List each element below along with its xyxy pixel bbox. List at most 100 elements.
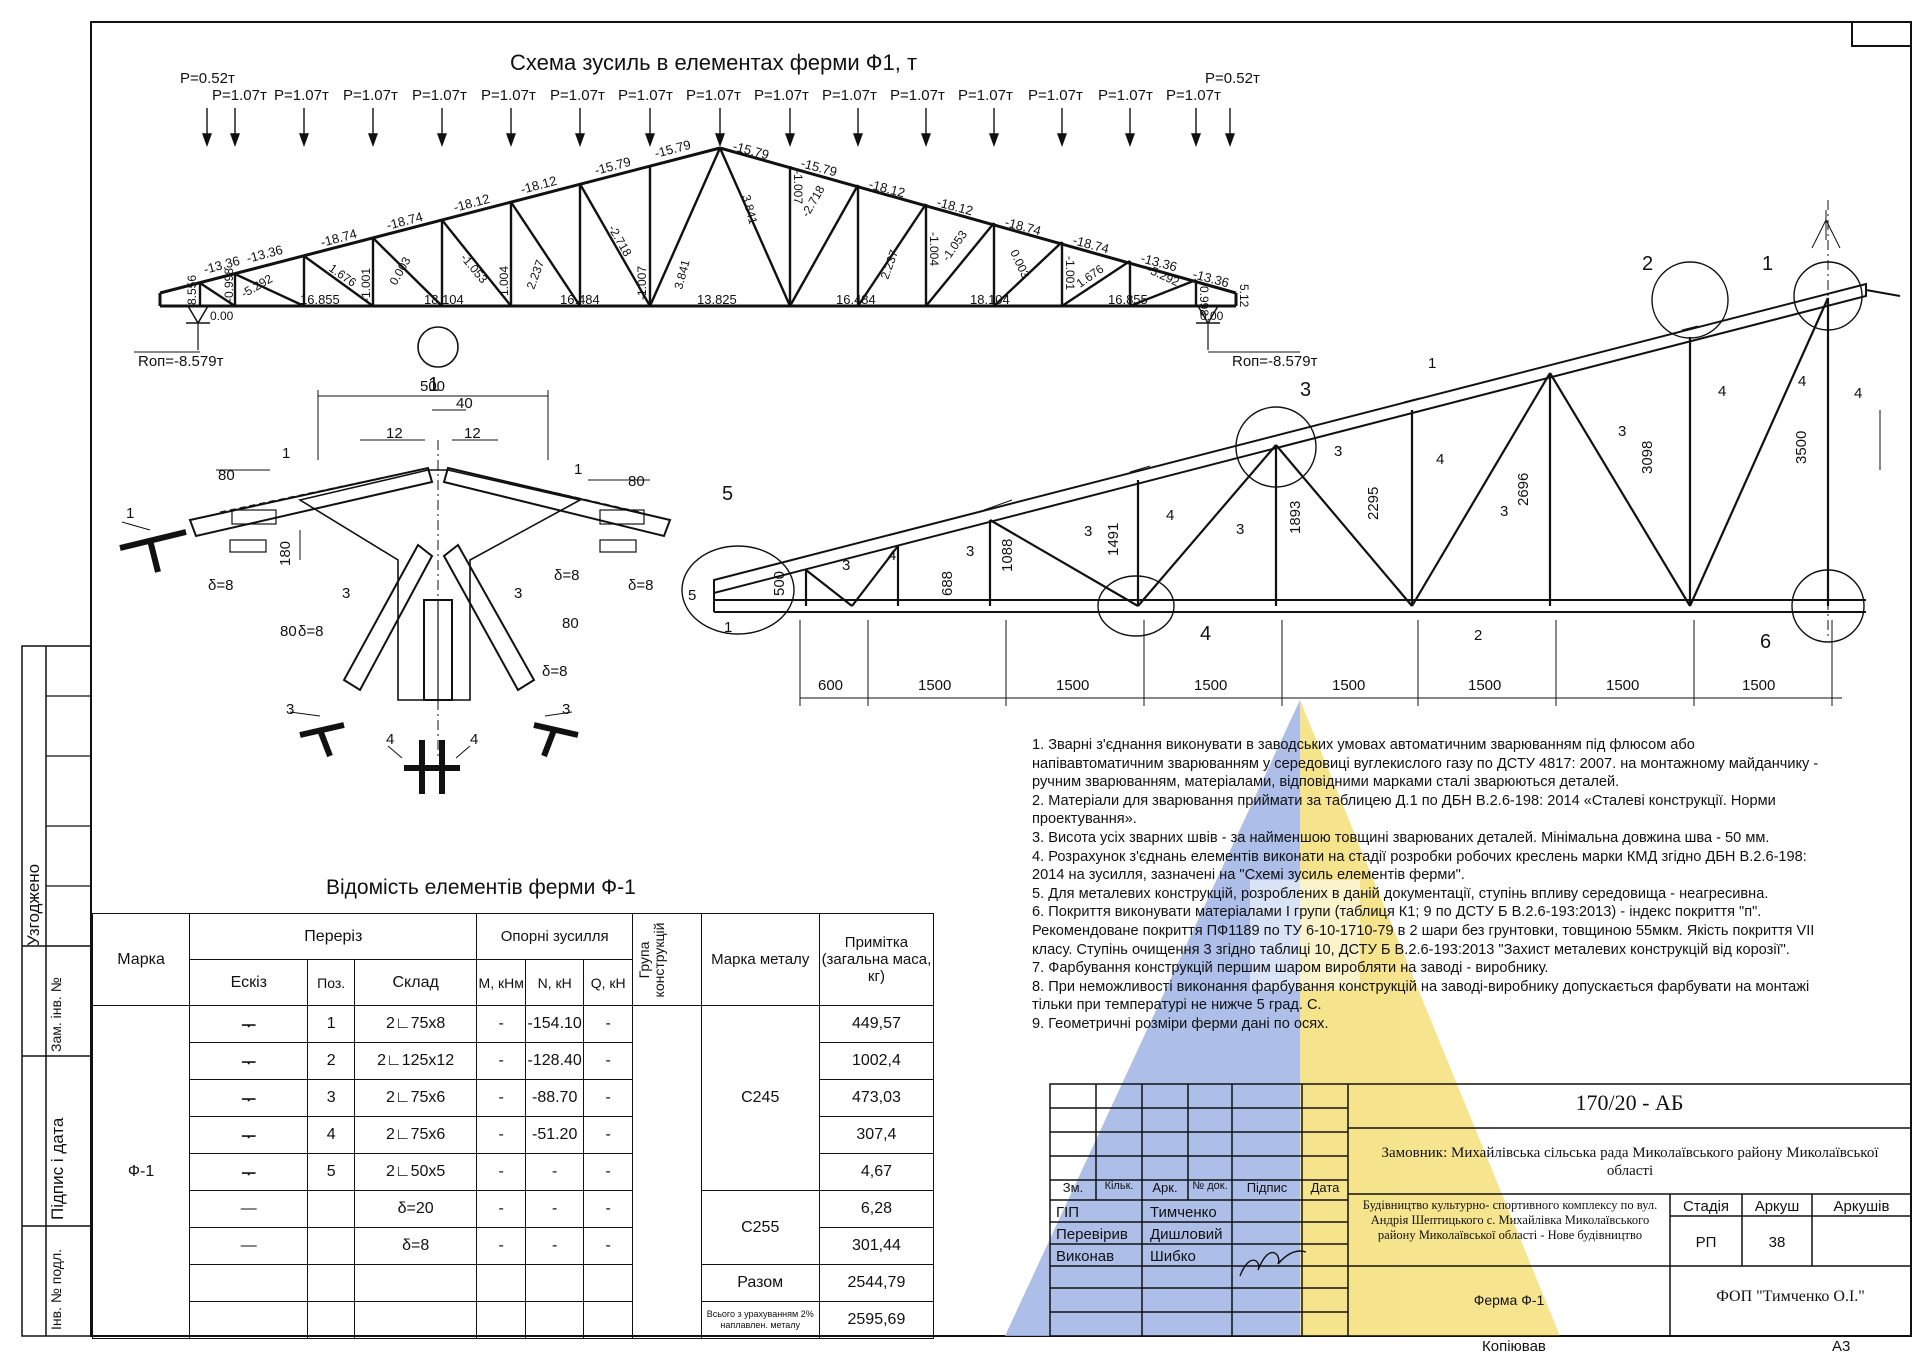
plate-sketch-icon: — xyxy=(189,1190,309,1228)
span-dim: 1500 xyxy=(918,677,951,694)
delta-8: δ=8 xyxy=(298,623,323,640)
callout-3: 3 xyxy=(842,557,850,574)
web-force: -0.998 xyxy=(1197,282,1211,316)
span-dim: 1500 xyxy=(1468,677,1501,694)
signatory-name: Шибко xyxy=(1150,1248,1196,1265)
callout-6: 6 xyxy=(1760,631,1771,653)
q-cell: - xyxy=(583,1116,633,1154)
top-force: -18.12 xyxy=(867,176,907,200)
panel-load: P=1.07т xyxy=(754,87,809,104)
note-line: напівавтоматичним зварюванням у середови… xyxy=(1032,755,1819,772)
height-dim: 3500 xyxy=(1793,431,1810,464)
mark-cell: Ф-1 xyxy=(91,1005,191,1339)
web-force: 5.12 xyxy=(1237,284,1251,308)
pos-cell: 5 xyxy=(307,1153,355,1191)
web-force: -1.053 xyxy=(458,251,491,286)
m-cell: - xyxy=(476,1227,526,1265)
top-force: -18.74 xyxy=(1003,214,1043,238)
note-line: 5. Для металевих конструкцій, розроблени… xyxy=(1032,885,1769,902)
truss-half-view xyxy=(681,200,1901,706)
height-dim: 688 xyxy=(939,571,956,596)
callout-3: 3 xyxy=(286,701,294,718)
sheet-value: 38 xyxy=(1768,1234,1786,1251)
callout-4: 4 xyxy=(1166,507,1174,524)
note-line: 7. Фарбування конструкцій першим шаром в… xyxy=(1032,960,1549,977)
web-force: -5.292 xyxy=(239,271,276,300)
panel-load: P=1.07т xyxy=(1166,87,1221,104)
callout-4: 4 xyxy=(1854,385,1862,402)
q-cell: - xyxy=(583,1227,633,1265)
height-dim: 1088 xyxy=(999,539,1016,572)
q-cell: - xyxy=(583,1079,633,1117)
panel-load: P=1.07т xyxy=(686,87,741,104)
height-dim: 2696 xyxy=(1515,473,1532,506)
reaction-right: Rоп=-8.579т xyxy=(1232,353,1318,370)
callout-3: 3 xyxy=(562,701,570,718)
top-force: -18.12 xyxy=(519,173,559,197)
comp-cell: 2∟125x12 xyxy=(353,1042,478,1080)
side-agreed: Узгоджено xyxy=(24,863,43,946)
pos-cell: 1 xyxy=(307,1005,355,1043)
panel-load: P=1.07т xyxy=(1098,87,1153,104)
span-dim: 1500 xyxy=(1742,677,1775,694)
callout-3: 3 xyxy=(966,543,974,560)
comp-cell: δ=8 xyxy=(353,1227,478,1265)
truss-half-labels: 500 688 1088 1491 1893 2295 2696 3098 35… xyxy=(688,253,1862,694)
m-cell: - xyxy=(476,1079,526,1117)
load-end-left: P=0.52т xyxy=(180,70,235,87)
col-pos: Поз. xyxy=(307,959,355,1006)
note-line: ручним зварюванням, матеріалами, відпові… xyxy=(1032,774,1620,791)
n-cell: -154.10 xyxy=(524,1005,585,1043)
col-note: Примітка (загальна маса, кг) xyxy=(818,913,935,1006)
callout-2: 2 xyxy=(1474,627,1482,644)
dim-40: 40 xyxy=(456,395,473,412)
col-q: Q, кН xyxy=(583,959,633,1006)
callout-4: 4 xyxy=(1798,373,1806,390)
scheme-title: Схема зусиль в елементах ферми Ф1, т xyxy=(510,50,917,75)
m-cell: - xyxy=(476,1042,526,1080)
panel-load: P=1.07т xyxy=(343,87,398,104)
comp-cell: 2∟75x6 xyxy=(353,1116,478,1154)
mass-cell: 6,28 xyxy=(818,1190,935,1228)
support-value: 0.00 xyxy=(1200,309,1224,323)
n-cell: -88.70 xyxy=(524,1079,585,1117)
callout-3: 3 xyxy=(342,585,350,602)
note-line: 2014 на зусилля, зазначені на "Схемі зус… xyxy=(1032,867,1465,884)
sheet-title: Ферма Ф-1 xyxy=(1473,1292,1545,1308)
callout-3: 3 xyxy=(1084,523,1092,540)
table-row: ᅮ 4 2∟75x6 - -51.20 - 307,4 xyxy=(93,1116,935,1154)
table-row: — δ=8 - - - 301,44 xyxy=(93,1227,935,1265)
col-head: Дата xyxy=(1310,1180,1340,1195)
stage-value: РП xyxy=(1695,1234,1717,1251)
m-cell: - xyxy=(476,1190,526,1228)
mass-cell: 473,03 xyxy=(818,1079,935,1117)
group-header: Група конструкцій xyxy=(635,922,667,997)
signatory-name: Тимченко xyxy=(1150,1204,1217,1221)
table-row: — δ=20 - - - С255 6,28 xyxy=(93,1190,935,1265)
col-group: Група конструкцій xyxy=(631,913,702,1006)
web-force: -1.004 xyxy=(927,232,941,266)
company-name: ФОП "Тимченко О.І." xyxy=(1716,1288,1865,1305)
comp-cell: δ=20 xyxy=(353,1190,478,1228)
web-force: 8.556 xyxy=(185,275,199,305)
detail-dims: 1 500 40 12 12 80 80 180 80 80 δ=8 δ=8 δ… xyxy=(126,374,653,748)
web-force: -1.007 xyxy=(791,170,805,204)
tee-sketch-icon: ᅮ xyxy=(189,1005,309,1043)
bottom-force: 16.855 xyxy=(1108,292,1148,307)
weld-value: 2595,69 xyxy=(818,1301,935,1339)
web-force: 3.841 xyxy=(671,258,692,291)
note-line: Рекомендоване покриття ПФ1189 по ТУ 6-10… xyxy=(1032,922,1815,939)
node-callout: 1 xyxy=(428,374,439,396)
col-section: Переріз xyxy=(189,913,478,960)
role: Перевірив xyxy=(1056,1226,1128,1243)
format-label: А3 xyxy=(1832,1338,1851,1355)
web-force: -0.998 xyxy=(222,268,236,302)
panel-load: P=1.07т xyxy=(274,87,329,104)
span-dim: 1500 xyxy=(1056,677,1089,694)
delta-8: δ=8 xyxy=(542,663,567,680)
note-line: 3. Висота усіх зварних швів - за найменш… xyxy=(1032,829,1770,846)
bottom-chord-forces: 16.855 18.104 16.484 13.825 16.484 18.10… xyxy=(300,292,1148,307)
callout-5: 5 xyxy=(688,587,696,604)
panel-load: P=1.07т xyxy=(958,87,1013,104)
panel-load: P=1.07т xyxy=(412,87,467,104)
